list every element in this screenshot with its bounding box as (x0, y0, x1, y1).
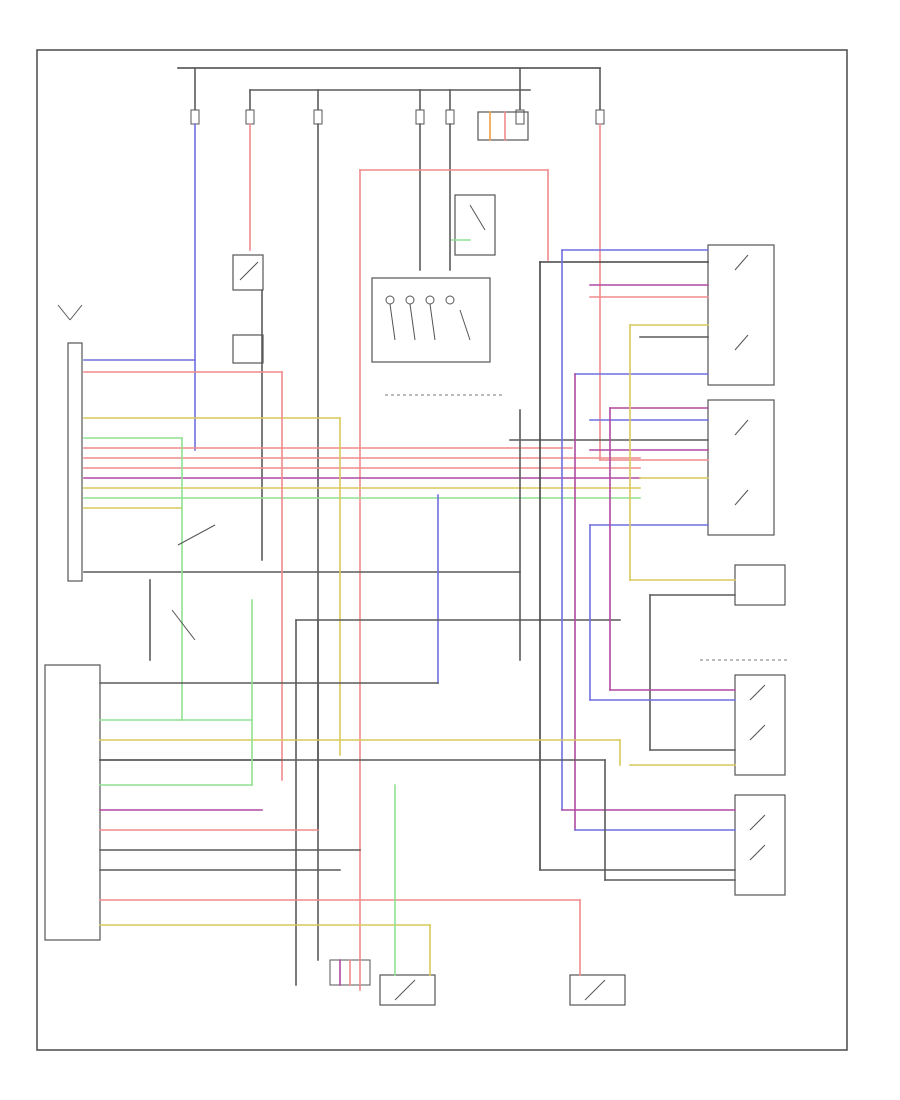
right-trunks (539, 249, 651, 871)
left-module-box (67, 342, 83, 582)
lower-left-bus (44, 599, 621, 941)
top-relay-connector (477, 111, 529, 141)
bottom-switches (329, 784, 626, 1006)
fuse-1 (190, 109, 200, 125)
fuse-5 (445, 109, 455, 125)
fuse-row (190, 109, 605, 125)
fuse-3 (313, 109, 323, 125)
mid-vertical-wires (181, 371, 621, 986)
right-upper-actuator (539, 244, 775, 386)
middle-switch (149, 524, 216, 661)
top-power-bus (177, 67, 601, 111)
left-bus-lines (83, 359, 641, 684)
right-bottom-switch (569, 974, 626, 1006)
diagram-frame (36, 49, 848, 1051)
left-control-module (57, 304, 83, 582)
actuator-box-1 (707, 244, 775, 386)
center-relay (454, 194, 496, 256)
right-actuator-4 (734, 794, 786, 896)
fuse-4 (415, 109, 425, 125)
actuator-box-2 (707, 399, 775, 536)
right-lower-components (99, 564, 790, 896)
fuse-2 (245, 109, 255, 125)
lower-left-connector (44, 664, 101, 941)
fuse-7 (595, 109, 605, 125)
right-switch-1 (734, 564, 786, 606)
left-switch-group (232, 254, 264, 561)
left-bottom-switch (379, 974, 436, 1006)
fuse-6 (515, 109, 525, 125)
right-actuator-3 (734, 674, 786, 776)
center-control-unit (371, 277, 505, 396)
control-unit-box (371, 277, 491, 363)
